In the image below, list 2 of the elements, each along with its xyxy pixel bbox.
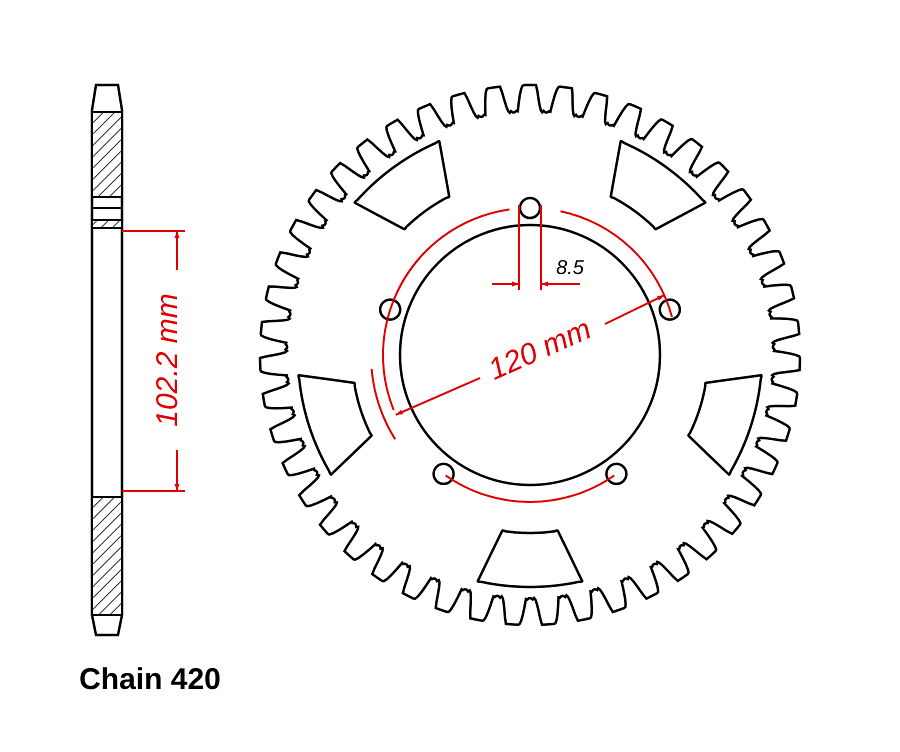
part-caption: Chain 420	[79, 665, 221, 695]
dimension-label: 8.5	[556, 258, 584, 278]
